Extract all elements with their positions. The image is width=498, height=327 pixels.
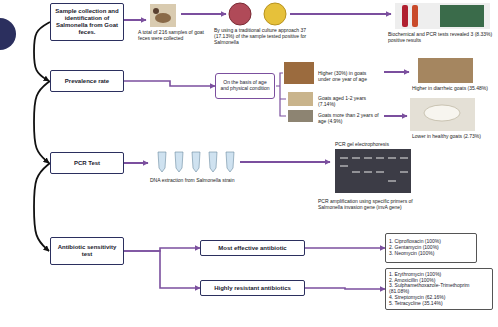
flow-arrow (384, 115, 407, 117)
goat-figure (424, 105, 460, 121)
box-text: Antibiotic sensitivity test (54, 244, 120, 258)
flow-connector (34, 81, 50, 163)
edge-circle (0, 18, 16, 50)
note-text: DNA extraction from Salmonella strain (150, 177, 242, 183)
goat-photo (284, 62, 314, 84)
goat-photo (150, 4, 176, 27)
box-text: 3. Sulphamethoxazole-Trimethoprim (81.08… (389, 283, 489, 295)
process-box: Sample collection and identification of … (50, 3, 124, 41)
flow-connector (124, 81, 215, 86)
goat-photo (410, 98, 475, 131)
pcr-tube (192, 152, 200, 172)
flow-arrow (290, 13, 391, 15)
pcr-tube (209, 152, 217, 172)
box-text: Prevalence rate (54, 78, 120, 85)
pcr-tube (226, 152, 234, 172)
note-text: A total of 216 samples of goat feces wer… (138, 29, 210, 41)
gel-band (340, 166, 408, 181)
note-text: Higher (30%) in goats under one year of … (318, 70, 380, 82)
test-tube (412, 5, 418, 27)
box-text: Highly resistant antibiotics (204, 285, 301, 292)
flow-connector (305, 247, 385, 249)
note-text: Lower in healthy goats (2.73%) (412, 133, 494, 139)
process-box: 1. Ciprofloxacin (100%)2. Gentamycin (10… (385, 233, 477, 263)
box-text: PCR Test (54, 160, 120, 167)
agar-plate (264, 3, 286, 25)
flow-connector (124, 251, 200, 288)
process-box: On the basis of age and physical conditi… (215, 73, 275, 99)
flow-arrow (384, 71, 409, 73)
flow-arrow (181, 13, 226, 15)
pcr-tubes (158, 152, 234, 172)
note-text: Goats aged 1-2 years (7.14%) (318, 95, 378, 107)
process-box: Prevalence rate (50, 70, 124, 92)
gel-band (340, 157, 408, 158)
flow-arrow (124, 162, 148, 164)
goat-photo (288, 92, 313, 106)
pcr-tube (175, 152, 183, 172)
agar-plate (229, 3, 251, 25)
pcr-photo (440, 5, 484, 27)
note-text: PCR amplification using specific primers… (318, 198, 430, 210)
box-text: 3. Neomycin (100%) (389, 251, 473, 257)
note-text: By using a traditional culture approach … (214, 27, 309, 45)
box-text: 5. Tetracycline (35.14%) (389, 301, 489, 307)
box-text: Most effective antibiotic (204, 245, 301, 252)
note-text: Higher in diarrheic goats (35.48%) (412, 85, 494, 91)
gel-image (335, 149, 411, 193)
note-text: Biochemical and PCR tests revealed 3 (8.… (388, 31, 493, 43)
gel-bands (340, 158, 408, 181)
process-box: 1. Erythromycin (100%)2. Amoxicillin (10… (385, 268, 493, 310)
box-text: Sample collection and identification of … (54, 8, 120, 36)
goat-photo (288, 110, 313, 122)
tube-photo (395, 3, 490, 29)
process-box: Antibiotic sensitivity test (50, 237, 124, 265)
goat-head (153, 8, 159, 14)
goat-figure (155, 13, 171, 23)
pcr-tube (158, 152, 166, 172)
flow-connector (305, 288, 385, 289)
note-text: PCR gel electrophoresis (335, 141, 415, 147)
goat-photo (418, 58, 473, 83)
process-box: PCR Test (50, 152, 124, 174)
process-box: Most effective antibiotic (200, 240, 305, 256)
flow-connector (34, 22, 50, 81)
box-text: On the basis of age and physical conditi… (219, 80, 271, 92)
test-tube (402, 5, 408, 27)
flow-arrow (240, 161, 330, 163)
flow-connector (34, 163, 50, 251)
flow-arrow (124, 19, 146, 21)
process-box: Highly resistant antibiotics (200, 280, 305, 296)
note-text: Goats more than 2 years of age (4.9%) (318, 112, 380, 124)
